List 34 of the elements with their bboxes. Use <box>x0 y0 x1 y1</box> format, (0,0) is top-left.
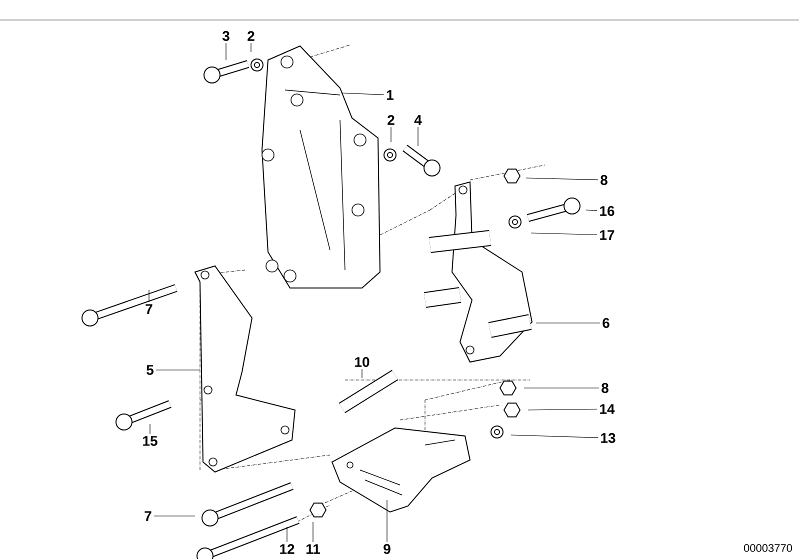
callout-number: 7 <box>144 511 152 521</box>
callout-number: 9 <box>384 544 390 554</box>
callout-number: 8 <box>602 383 608 393</box>
leader-line <box>528 408 598 410</box>
callout-number: 17 <box>600 230 614 240</box>
leader-line <box>148 290 150 302</box>
callout-number: 12 <box>280 544 294 554</box>
leader-line <box>586 210 598 211</box>
callout-number: 16 <box>600 206 614 216</box>
callout-number: 14 <box>600 404 615 414</box>
callout-number: 8 <box>600 175 608 185</box>
callout-number: 2 <box>388 115 394 125</box>
leader-line <box>510 434 598 438</box>
leader-line <box>386 500 388 542</box>
callout-number: 11 <box>306 544 320 554</box>
leader-line <box>530 232 598 236</box>
callout-number: 6 <box>602 318 610 328</box>
leader-line <box>536 322 600 324</box>
callout-number: 3 <box>222 31 230 41</box>
callout-number: 13 <box>601 433 616 443</box>
leader-line <box>312 522 314 542</box>
leader-line <box>342 92 384 96</box>
callout-number: 4 <box>414 115 422 125</box>
leader-line <box>390 126 392 142</box>
leader-line <box>250 42 252 52</box>
callout-number: 7 <box>146 304 152 314</box>
callout-number: 5 <box>146 365 154 375</box>
callout-number: 10 <box>355 357 370 367</box>
callout-number: 2 <box>248 31 254 41</box>
callout-number: 15 <box>143 436 158 446</box>
callout-number: 1 <box>387 90 394 100</box>
catalog-number: 00003770 <box>744 544 792 552</box>
leader-line <box>286 526 288 542</box>
leader-line <box>526 178 598 180</box>
